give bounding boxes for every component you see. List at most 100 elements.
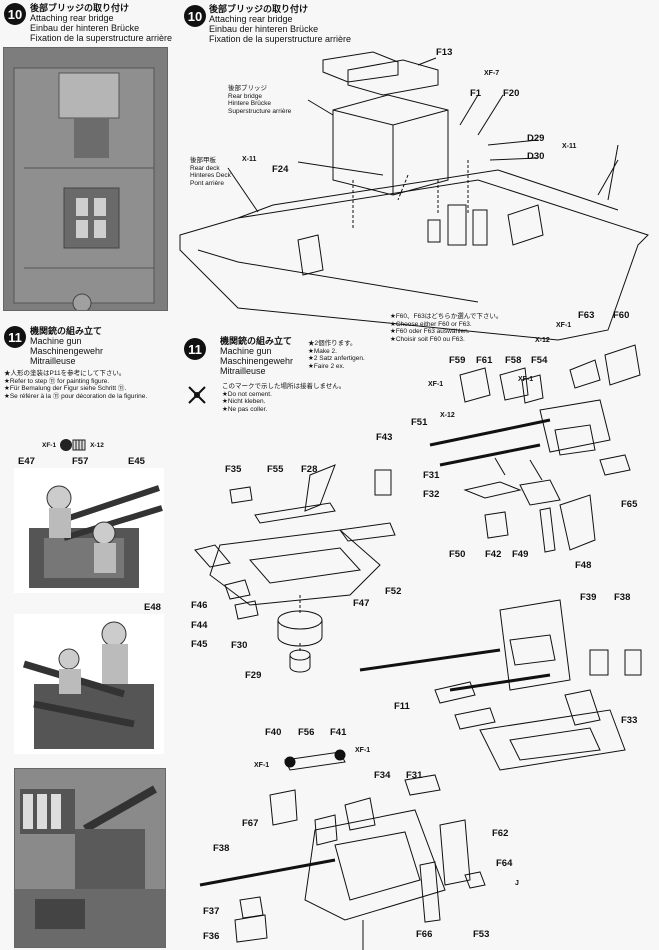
paint-xf1-f40: XF-1 bbox=[254, 762, 270, 769]
final-assembly-diagram bbox=[199, 749, 486, 950]
step-10-title-right-de: Einbau der hinteren Brücke bbox=[209, 24, 319, 34]
make-two-fr: ★Faire 2 ex. bbox=[308, 362, 345, 370]
part-f48: F48 bbox=[575, 560, 592, 571]
rear-bridge-diagram bbox=[179, 51, 649, 341]
rear-deck-photo-art bbox=[4, 48, 167, 310]
part-f63: F63 bbox=[578, 310, 595, 321]
paint-xf7: XF-7 bbox=[484, 70, 500, 77]
part-f57: F57 bbox=[72, 456, 89, 467]
part-f46: F46 bbox=[191, 600, 208, 611]
part-f39: F39 bbox=[580, 592, 597, 603]
step-10-title-right-jp: 後部ブリッジの取り付け bbox=[209, 4, 309, 14]
part-f54: F54 bbox=[531, 355, 548, 366]
paint-x12-f63: X-12 bbox=[535, 337, 550, 344]
ship-gun-photo-art bbox=[15, 769, 165, 947]
paint-xf1-f63: XF-1 bbox=[556, 322, 572, 329]
part-f47: F47 bbox=[353, 598, 370, 609]
part-d30: D30 bbox=[527, 151, 545, 162]
choose-note-de: ★F60 oder F63 auswählen. bbox=[390, 328, 470, 335]
make-two-jp: ★2個作ります。 bbox=[308, 340, 357, 347]
part-f43: F43 bbox=[376, 432, 393, 443]
step-10-badge: 10 bbox=[4, 3, 26, 25]
part-f42: F42 bbox=[485, 549, 502, 560]
part-f50: F50 bbox=[449, 549, 466, 560]
step-10-title-fr: Fixation de la superstructure arrière bbox=[30, 33, 173, 43]
part-f13: F13 bbox=[436, 47, 453, 58]
no-cement-fr: ★Ne pas coller. bbox=[222, 405, 268, 413]
part-f62: F62 bbox=[492, 828, 509, 839]
rear-deck-photo bbox=[3, 47, 168, 311]
step-10-title-right: 後部ブリッジの取り付け Attaching rear bridge Einbau… bbox=[209, 4, 351, 44]
part-f24: F24 bbox=[272, 164, 289, 175]
part-f31-lower: F31 bbox=[406, 770, 423, 781]
step-11-title-right-fr: Mitrailleuse bbox=[220, 366, 266, 376]
step-11-title-right-en: Machine gun bbox=[220, 346, 272, 356]
part-f41: F41 bbox=[330, 727, 347, 738]
part-f31-upper: F31 bbox=[423, 470, 440, 481]
part-f52: F52 bbox=[385, 586, 402, 597]
rear-deck-label-en: Rear deck bbox=[190, 164, 220, 172]
part-f1: F1 bbox=[470, 88, 482, 99]
part-f53: F53 bbox=[473, 929, 490, 940]
part-f61: F61 bbox=[476, 355, 493, 366]
part-f37: F37 bbox=[203, 906, 220, 917]
part-f45: F45 bbox=[191, 639, 208, 650]
paint-xf1-left: XF-1 bbox=[42, 441, 57, 449]
part-f30: F30 bbox=[231, 640, 248, 651]
part-f36: F36 bbox=[203, 931, 220, 942]
rear-bridge-label-jp: 後部ブリッジ bbox=[228, 85, 267, 92]
paint-note-en: ★Refer to step ⑪ for painting figure. bbox=[4, 377, 110, 385]
step-11-title-de: Maschinengewehr bbox=[30, 346, 104, 356]
part-f67: F67 bbox=[242, 818, 259, 829]
paint-xf1-f59: XF-1 bbox=[428, 381, 444, 388]
ship-gun-photo bbox=[14, 768, 166, 948]
part-f34: F34 bbox=[374, 770, 391, 781]
gun-photo-2 bbox=[14, 614, 164, 754]
step-11-badge: 11 bbox=[4, 326, 26, 348]
rear-deck-label-fr: Pont arrière bbox=[190, 179, 224, 187]
part-f59: F59 bbox=[449, 355, 466, 366]
part-f49: F49 bbox=[512, 549, 529, 560]
paint-note-de: ★Für Bemalung der Figur siehe Schritt ⑪. bbox=[4, 385, 127, 392]
choose-note-jp: ★F60、F63はどちらか選んで下さい。 bbox=[390, 313, 503, 320]
part-f32: F32 bbox=[423, 489, 440, 500]
choose-note-fr: ★Choisir soit F60 ou F63. bbox=[390, 335, 465, 343]
rear-bridge-label-de: Hintere Brücke bbox=[228, 100, 271, 107]
part-f28: F28 bbox=[301, 464, 318, 475]
part-f38-upper: F38 bbox=[614, 592, 631, 603]
part-f35: F35 bbox=[225, 464, 242, 475]
part-f65: F65 bbox=[621, 499, 638, 510]
rear-deck-label-jp: 後部甲板 bbox=[190, 157, 216, 164]
make-two-note: ★2個作ります。 ★Make 2. ★2 Satz anfertigen. ★F… bbox=[308, 340, 365, 370]
step-10-title-en: Attaching rear bridge bbox=[30, 13, 114, 23]
paint-x12-f61: X-12 bbox=[440, 412, 455, 419]
step-10-title-de: Einbau der hinteren Brücke bbox=[30, 23, 140, 33]
no-cement-en: ★Do not cement. bbox=[222, 390, 272, 398]
gun-photo-1 bbox=[14, 468, 164, 593]
paint-figure-note: ★人形の塗装はP11を参考にして下さい。 ★Refer to step ⑪ fo… bbox=[4, 370, 164, 400]
step-10-title-jp: 後部ブリッジの取り付け bbox=[30, 3, 130, 13]
paint-x11-d29: X-11 bbox=[562, 143, 577, 150]
gun-mount-diagram bbox=[359, 599, 642, 771]
step-11-badge-right: 11 bbox=[184, 338, 206, 360]
paint-xf1-f41: XF-1 bbox=[355, 747, 371, 754]
part-f51: F51 bbox=[411, 417, 428, 428]
part-d29: D29 bbox=[527, 133, 545, 144]
paint-x11-f24: X-11 bbox=[242, 156, 257, 163]
no-cement-icon bbox=[188, 386, 206, 404]
part-f58: F58 bbox=[505, 355, 522, 366]
part-f11: F11 bbox=[394, 701, 410, 712]
rear-bridge-label-fr: Superstructure arrière bbox=[228, 107, 292, 115]
step-11-title-right-jp: 機関銃の組み立て bbox=[220, 336, 293, 346]
part-e47: E47 bbox=[18, 456, 35, 467]
paint-xf1-f54: XF-1 bbox=[518, 376, 534, 383]
part-f29: F29 bbox=[245, 670, 262, 681]
step-11-title-fr: Mitrailleuse bbox=[30, 356, 76, 366]
gun-photo-1-art bbox=[29, 485, 163, 588]
step-11-title-left: 機関銃の組み立て Machine gun Maschinengewehr Mit… bbox=[30, 326, 103, 366]
no-cement-jp: このマークで示した場所は接着しません。 bbox=[222, 383, 346, 390]
step-11-title-jp: 機関銃の組み立て bbox=[30, 326, 103, 336]
paint-note-fr: ★Se référer à la ⑪ pour décoration de la… bbox=[4, 392, 148, 400]
rear-bridge-label-en: Rear bridge bbox=[228, 92, 262, 100]
mount-assembly-diagram bbox=[194, 464, 396, 673]
